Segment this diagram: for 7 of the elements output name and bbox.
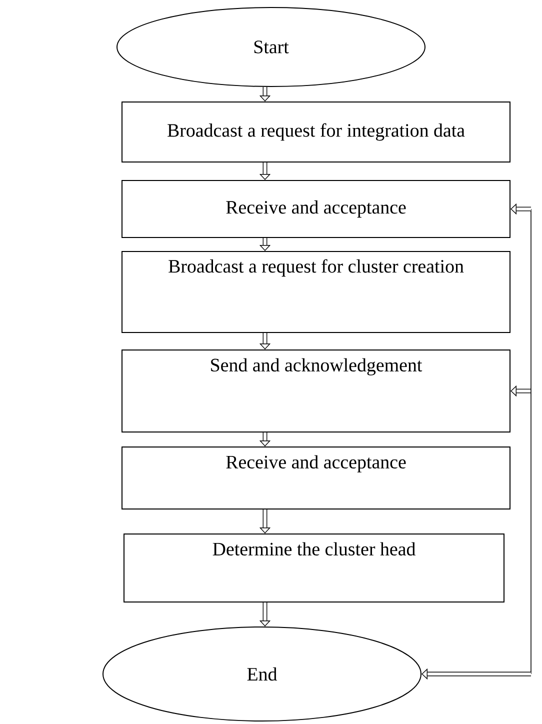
process-box: Receive and acceptance — [122, 446, 510, 510]
process-box: Determine the cluster head — [124, 534, 504, 602]
process-box: Send and acknowledgement — [122, 350, 510, 432]
process-box: Broadcast a request for cluster creation — [122, 251, 510, 333]
process-box: Receive and acceptance — [122, 180, 510, 238]
process-box: Broadcast a request for integration data — [122, 102, 510, 162]
feedback-arrow — [422, 226, 532, 680]
